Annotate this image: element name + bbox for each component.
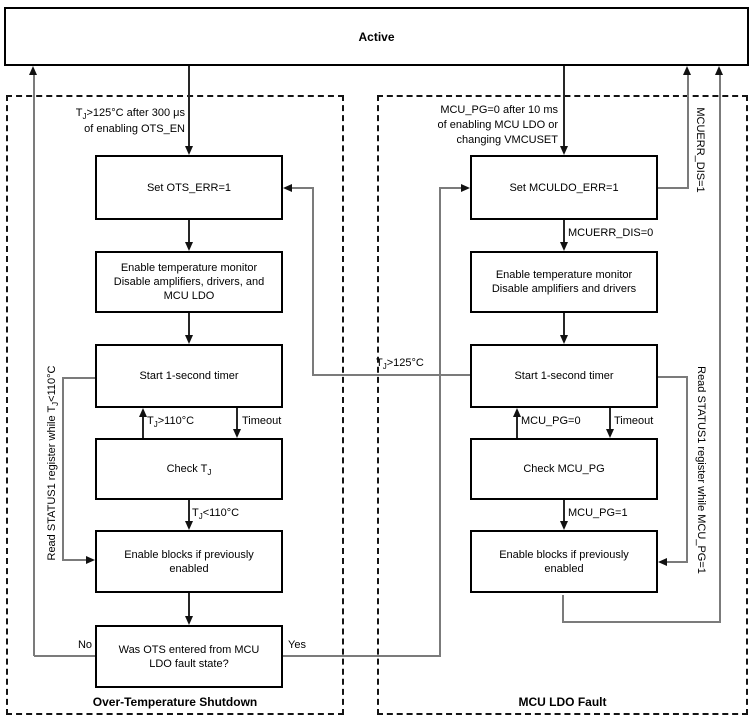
box-mcu-enable-monitor: Enable temperature monitor Disable ampli…: [470, 251, 658, 313]
connector-mcu-loop-h1: [658, 376, 688, 378]
arrowhead: [86, 556, 95, 564]
arrowhead: [29, 66, 37, 75]
mcu-section-border: [377, 95, 748, 715]
arrowhead: [185, 335, 193, 344]
mcu-enable-monitor-label: Enable temperature monitor Disable ampli…: [491, 269, 637, 295]
mcu-enable-blocks-label: Enable blocks if previously enabled: [499, 548, 629, 575]
ots-entry-condition: TJ>125°C after 300 μs of enabling OTS_EN: [75, 107, 185, 135]
connector-tj125-v: [312, 187, 314, 376]
connector-return-v1: [562, 595, 564, 622]
tj-below-110-label: TJ<110°C: [192, 507, 240, 522]
arrowhead: [560, 335, 568, 344]
check-tj-label: Check TJ: [166, 463, 212, 478]
box-ots-start-timer: Start 1-second timer: [95, 344, 283, 408]
arrow-setots-to-monitor: [188, 220, 190, 242]
box-check-tj: Check TJ: [95, 438, 283, 500]
mcu-start-timer-label: Start 1-second timer: [514, 370, 614, 382]
connector-tj125-h2: [292, 187, 313, 189]
arrowhead: [233, 429, 241, 438]
mcu-pg1-label: MCU_PG=1: [568, 507, 628, 519]
ots-read-status-loop-label: Read STATUS1 register while TJ<110°C: [46, 365, 61, 561]
box-mcu-start-timer: Start 1-second timer: [470, 344, 658, 408]
arrowhead: [185, 146, 193, 155]
connector-tj125-h1: [313, 374, 470, 376]
mcu-pg0-label: MCU_PG=0: [521, 415, 581, 427]
arrowhead: [139, 408, 147, 417]
box-set-ots-err: Set OTS_ERR=1: [95, 155, 283, 220]
set-mculdo-err-label: Set MCULDO_ERR=1: [509, 181, 619, 194]
connector-mcu-loop-h2: [667, 561, 687, 563]
arrowhead: [560, 146, 568, 155]
arrowhead: [683, 66, 691, 75]
arrowhead: [283, 184, 292, 192]
mcu-section-title: MCU LDO Fault: [518, 695, 607, 709]
arrow-timer-timeout-to-check-r: [609, 408, 611, 429]
arrowhead: [606, 429, 614, 438]
no-branch-label: No: [77, 639, 92, 651]
connector-ots-loop-h1: [63, 377, 95, 379]
connector-yes-h1: [283, 655, 441, 657]
ots-question-label: Was OTS entered from MCU LDO fault state…: [118, 643, 260, 670]
ots-section-title: Over-Temperature Shutdown: [92, 695, 258, 709]
ots-timeout-label: Timeout: [242, 415, 282, 427]
box-ots-enable-blocks: Enable blocks if previously enabled: [95, 530, 283, 593]
tj-above-110-label: TJ>110°C: [147, 415, 195, 430]
arrowhead: [513, 408, 521, 417]
arrow-setmcu-to-monitor: [563, 220, 565, 242]
connector-mcuerr1-h: [658, 187, 689, 189]
mcuerr-dis1-label: MCUERR_DIS=1: [694, 107, 706, 193]
box-ots-enable-monitor: Enable temperature monitor Disable ampli…: [95, 251, 283, 313]
connector-yes-v: [439, 187, 441, 657]
tj-above-125-label: TJ>125°C: [376, 357, 424, 372]
arrowhead: [185, 616, 193, 625]
arrow-monitor-to-timer: [188, 313, 190, 335]
active-state-box: Active: [4, 7, 749, 66]
arrowhead: [658, 558, 667, 566]
arrow-timer-timeout-to-check: [236, 408, 238, 429]
active-state-label: Active: [358, 29, 395, 44]
mcu-timeout-label: Timeout: [614, 415, 654, 427]
arrow-active-to-set-ots: [188, 66, 190, 146]
connector-ots-loop-v: [62, 377, 64, 561]
arrow-enable-to-question: [188, 593, 190, 616]
arrow-check-to-enable-r: [563, 500, 565, 521]
arrowhead: [461, 184, 470, 192]
box-mcu-enable-blocks: Enable blocks if previously enabled: [470, 530, 658, 593]
ots-enable-monitor-label: Enable temperature monitor Disable ampli…: [113, 262, 265, 302]
set-ots-err-label: Set OTS_ERR=1: [146, 181, 232, 194]
arrow-check-back-to-timer-r: [516, 417, 518, 438]
connector-no-to-active-h: [34, 655, 95, 657]
connector-mcuerr1-v: [687, 75, 689, 187]
connector-yes-h2: [439, 187, 462, 189]
arrowhead: [185, 521, 193, 530]
connector-no-to-active-v: [33, 75, 35, 656]
mcu-read-status-loop-label: Read STATUS1 register while MCU_PG=1: [695, 366, 707, 574]
connector-return-v2: [719, 75, 721, 622]
connector-return-h: [562, 621, 721, 623]
ots-start-timer-label: Start 1-second timer: [139, 370, 239, 382]
box-ots-question: Was OTS entered from MCU LDO fault state…: [95, 625, 283, 688]
arrowhead: [185, 242, 193, 251]
connector-mcu-loop-v: [686, 376, 688, 563]
arrow-check-to-enable: [188, 500, 190, 521]
box-check-mcu-pg: Check MCU_PG: [470, 438, 658, 500]
ots-enable-blocks-label: Enable blocks if previously enabled: [124, 548, 254, 575]
arrow-check-back-to-timer: [142, 417, 144, 438]
mcu-entry-condition: MCU_PG=0 after 10 ms of enabling MCU LDO…: [437, 104, 558, 146]
yes-branch-label: Yes: [288, 639, 306, 651]
check-mcu-pg-label: Check MCU_PG: [523, 463, 605, 475]
connector-ots-loop-h2: [63, 559, 87, 561]
arrowhead: [560, 242, 568, 251]
arrow-monitor-to-timer-r: [563, 313, 565, 335]
box-set-mculdo-err: Set MCULDO_ERR=1: [470, 155, 658, 220]
arrowhead: [715, 66, 723, 75]
mcuerr-dis0-label: MCUERR_DIS=0: [568, 227, 654, 239]
arrow-active-to-set-mculdo: [563, 66, 565, 146]
arrowhead: [560, 521, 568, 530]
ots-section-border: [6, 95, 344, 715]
